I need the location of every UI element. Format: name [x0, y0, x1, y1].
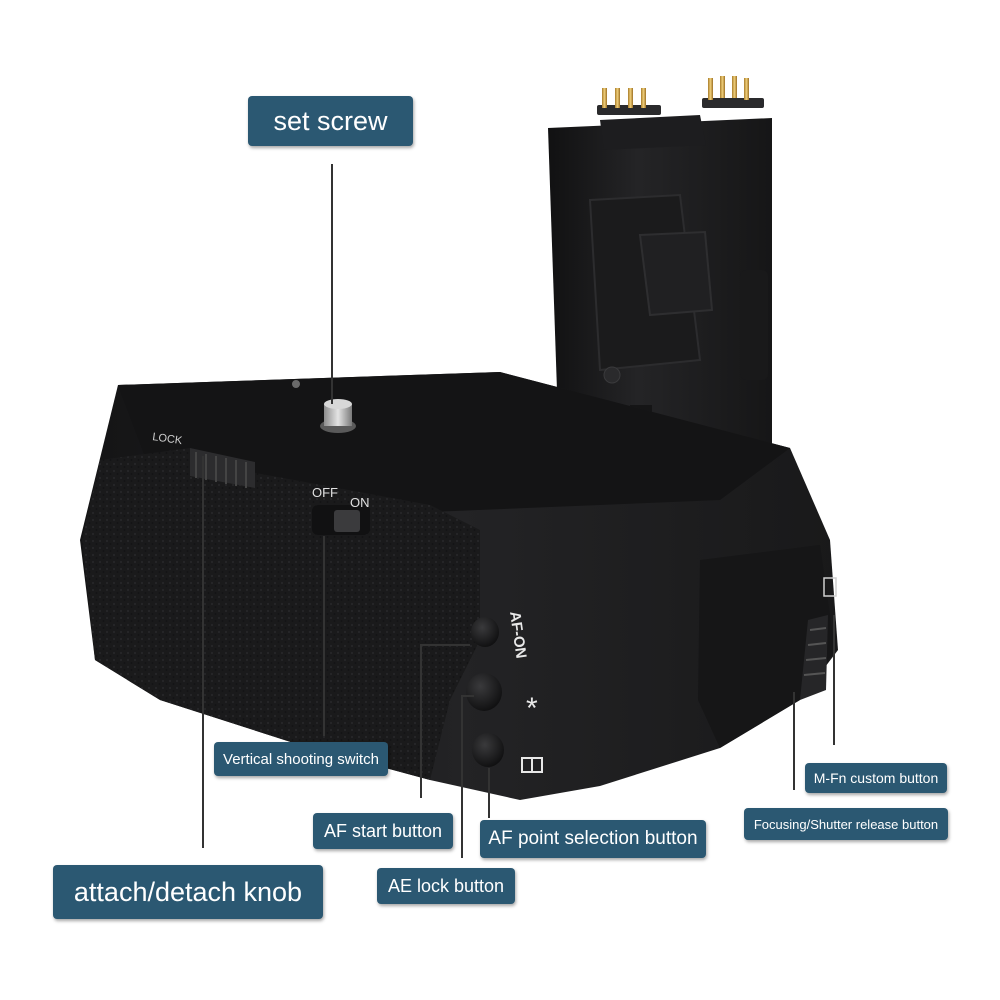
label-ae-lock-button: AE lock button — [377, 868, 515, 904]
label-mfn-custom-button-text: M-Fn custom button — [813, 770, 939, 786]
vertical-shooting-switch-part: OFF ON — [312, 485, 370, 535]
label-vertical-shooting-switch: Vertical shooting switch — [214, 742, 388, 776]
rear-buttons: AF-ON * — [466, 610, 543, 773]
label-vertical-shooting-switch-text: Vertical shooting switch — [223, 750, 379, 768]
label-attach-detach-knob: attach/detach knob — [53, 865, 323, 919]
af-on-marking: AF-ON — [506, 610, 529, 659]
label-ae-lock-button-text: AE lock button — [387, 875, 505, 896]
label-mfn-custom-button: M-Fn custom button — [805, 763, 947, 793]
label-set-screw-text: set screw — [273, 105, 388, 136]
label-focusing-shutter-release-button: Focusing/Shutter release button — [744, 808, 948, 840]
label-set-screw: set screw — [248, 96, 413, 146]
label-af-point-selection-button: AF point selection button — [480, 820, 706, 858]
on-marking: ON — [350, 495, 370, 510]
contact-pins — [597, 76, 764, 115]
main-dial-part — [800, 577, 837, 700]
asterisk-marking: * — [526, 692, 538, 725]
label-af-start-button: AF start button — [313, 813, 453, 849]
label-attach-detach-knob-text: attach/detach knob — [73, 876, 303, 907]
label-af-point-selection-button-text: AF point selection button — [488, 828, 698, 849]
set-screw-part — [292, 380, 356, 433]
lock-marking: LOCK — [152, 431, 184, 447]
attach-detach-knob-part: LOCK — [152, 431, 255, 488]
off-marking: OFF — [312, 485, 338, 500]
grip-body — [80, 372, 838, 800]
label-af-start-button-text: AF start button — [323, 820, 443, 841]
label-focusing-shutter-release-button-text: Focusing/Shutter release button — [753, 816, 939, 832]
leader-lines — [202, 164, 835, 858]
